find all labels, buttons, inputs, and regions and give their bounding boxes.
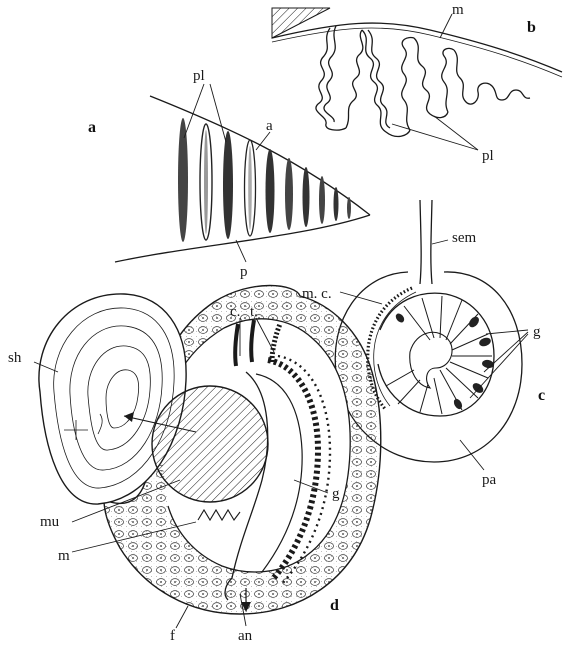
leader-pl-b-1 <box>392 124 478 150</box>
plate-shape <box>303 167 310 227</box>
panel-b-folds <box>316 26 530 136</box>
plate-shape <box>334 187 339 221</box>
label-sh: sh <box>8 350 22 366</box>
panel-d-label: d <box>330 597 339 614</box>
panel-a-plates <box>178 118 351 242</box>
plate-shape <box>178 118 188 242</box>
plate-shape <box>285 158 293 230</box>
label-m-d: m <box>58 548 70 564</box>
label-pl-a: pl <box>193 68 205 84</box>
label-g-d: g <box>332 486 340 502</box>
panel-a: a pl a p <box>88 68 370 280</box>
leader-pa <box>460 440 484 470</box>
fold-path <box>414 38 448 118</box>
panel-c-margin-inner <box>374 292 416 406</box>
sem-duct-left <box>420 200 421 284</box>
plate-shape <box>266 149 275 233</box>
leader-pl-b-2 <box>434 116 478 150</box>
sem-duct-right <box>431 200 432 284</box>
fold-path <box>442 48 454 112</box>
leader-p <box>236 240 246 262</box>
panel-b-membrane-inner <box>272 28 562 77</box>
panel-b-hatched-wall <box>272 8 330 38</box>
leader-sem <box>432 240 448 244</box>
panel-c-gill <box>378 293 495 416</box>
label-pl-b: pl <box>482 148 494 164</box>
fold-path <box>346 30 363 128</box>
panel-d: sh c. t. g mu m d f an <box>8 286 381 645</box>
label-c: c. <box>230 304 240 320</box>
panel-b-membrane <box>272 23 562 72</box>
fold-path <box>324 26 336 122</box>
leader-g-c-1 <box>486 330 528 334</box>
label-mu: mu <box>40 514 60 530</box>
leader-mc <box>340 292 382 304</box>
label-t: t. <box>250 304 258 320</box>
label-an: an <box>238 628 253 644</box>
plate-shape <box>319 176 325 224</box>
label-a: a <box>266 118 273 134</box>
label-m-b: m <box>452 2 464 18</box>
leader-f <box>176 606 188 628</box>
plate-shape <box>347 197 351 219</box>
label-p: p <box>240 264 248 280</box>
leader-pl-a-2 <box>210 84 226 142</box>
leader-a-a <box>256 132 270 150</box>
fold-path <box>402 37 414 130</box>
panel-b-label: b <box>527 19 536 36</box>
panel-c-label: c <box>538 387 545 404</box>
label-sem: sem <box>452 230 476 246</box>
plate-shape <box>204 130 208 234</box>
panel-a-label: a <box>88 119 96 136</box>
label-g-c: g <box>533 324 541 340</box>
panel-b: m b pl <box>272 2 562 164</box>
label-f: f <box>170 628 175 644</box>
plate-shape <box>223 131 233 239</box>
label-pa: pa <box>482 472 497 488</box>
plate-shape <box>248 146 252 230</box>
fold-path <box>454 50 530 104</box>
